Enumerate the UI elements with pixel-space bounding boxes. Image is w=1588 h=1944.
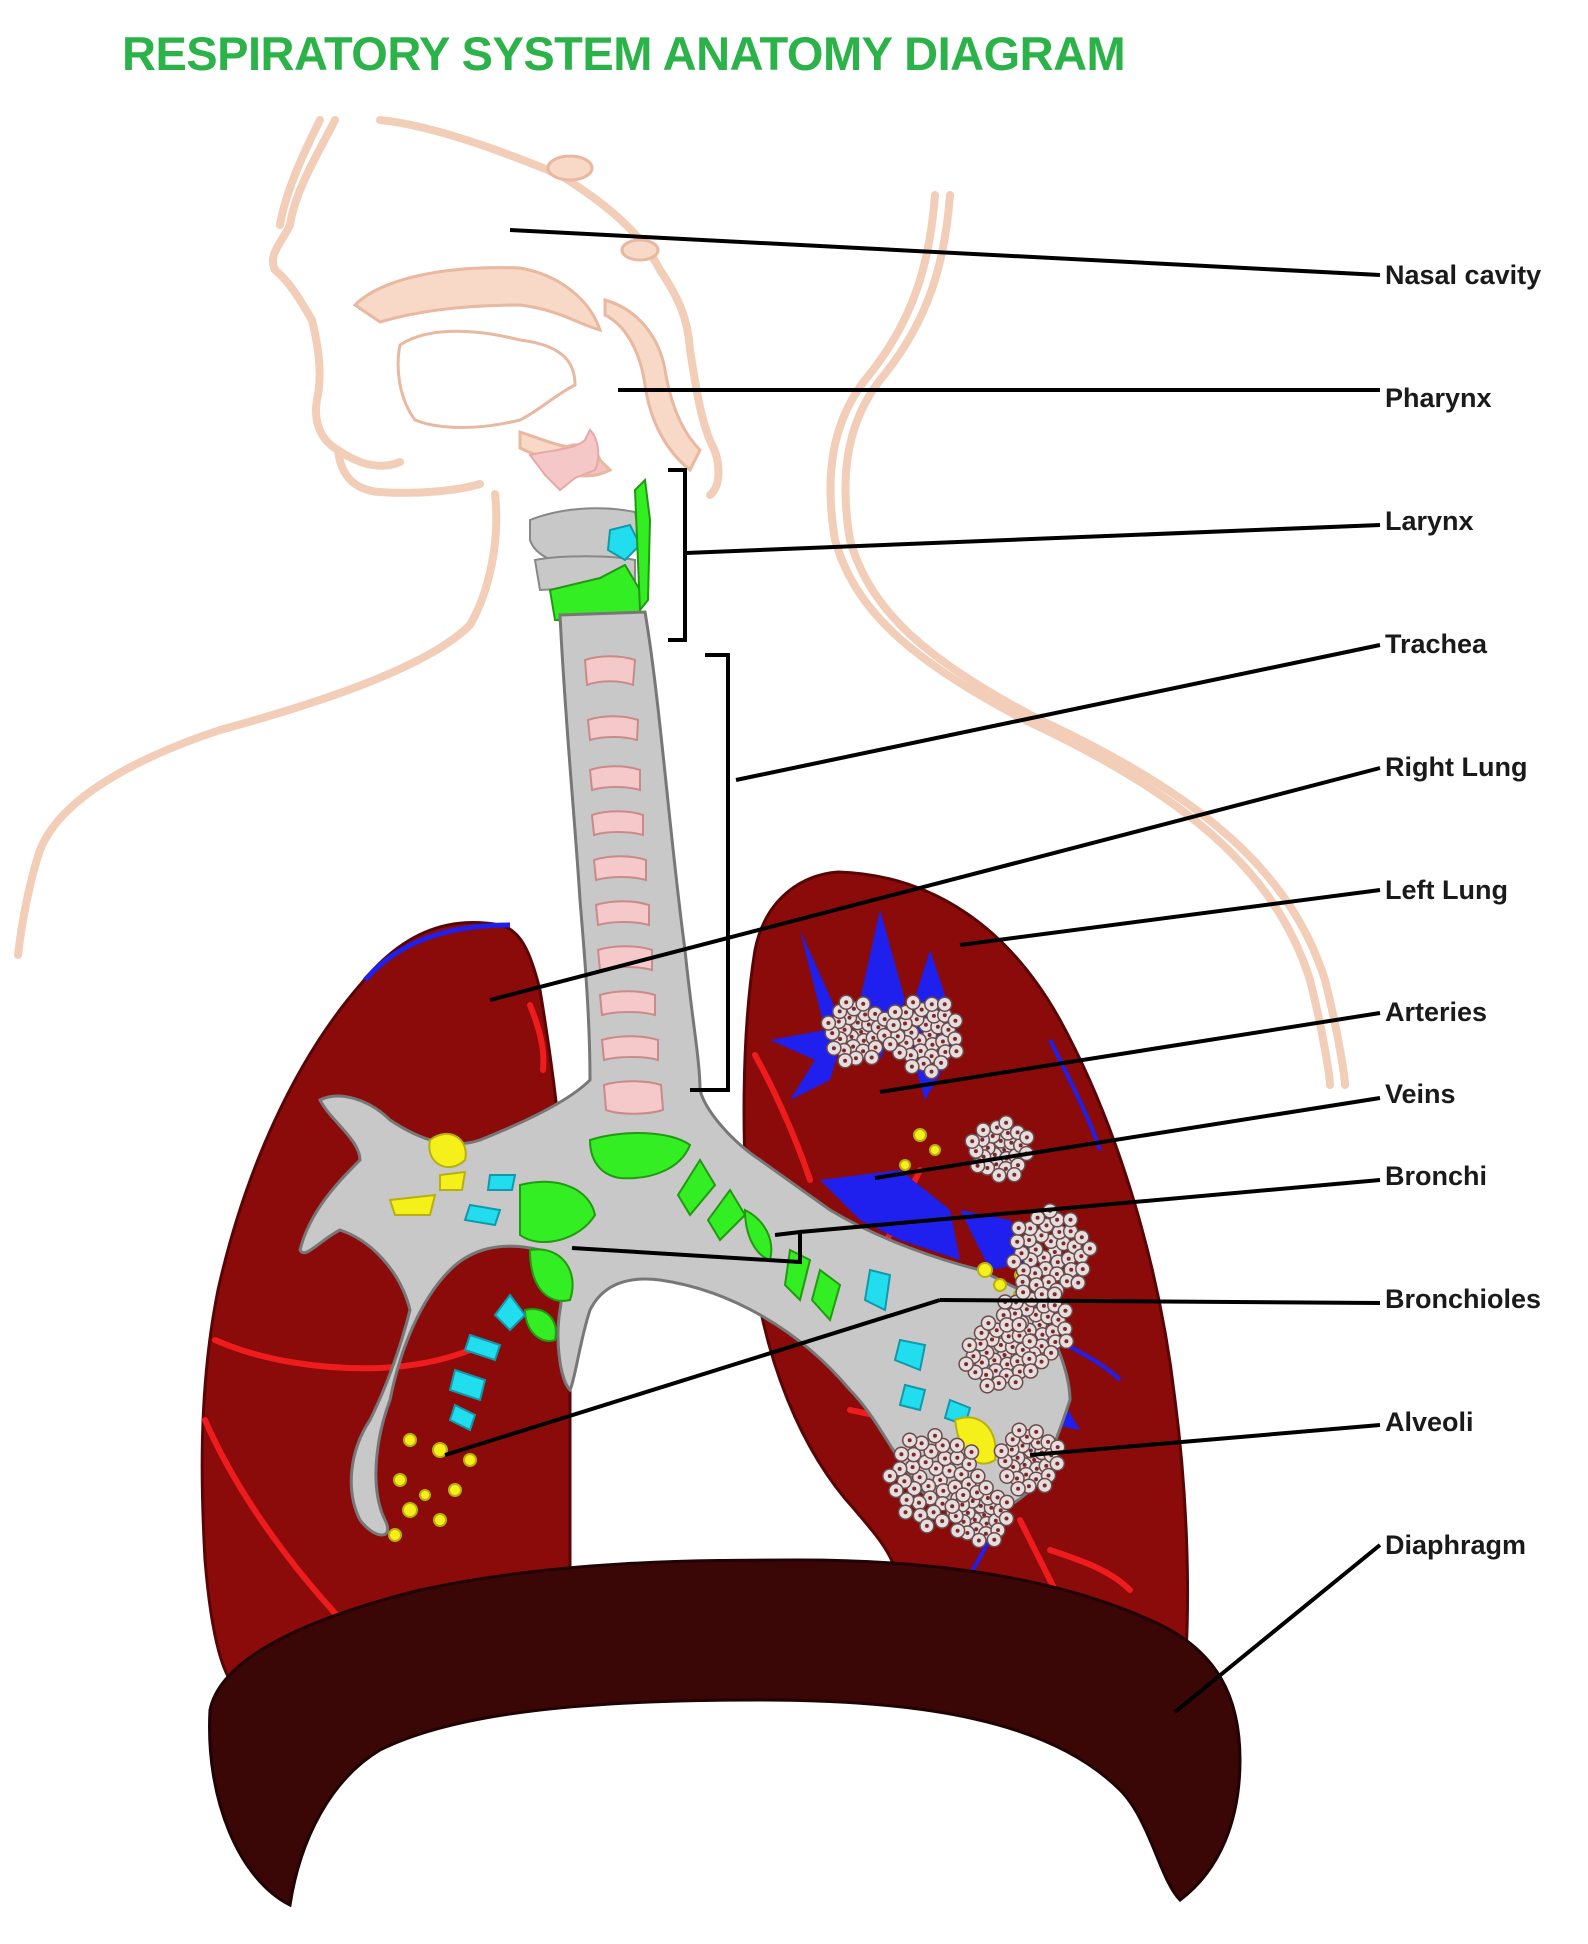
alveoli-cluster (958, 1315, 1039, 1394)
alveoli-cluster (882, 994, 965, 1080)
right-lung-edge (363, 922, 511, 982)
bronchi-patches (519, 1132, 842, 1342)
label-alveoli: Alveoli (1385, 1407, 1474, 1437)
label-diaphragm: Diaphragm (1385, 1530, 1526, 1560)
label-veins: Veins (1385, 1079, 1456, 1109)
label-larynx: Larynx (1385, 506, 1474, 536)
label-bronchi: Bronchi (1385, 1161, 1487, 1191)
epiglottis (528, 428, 600, 492)
label-trachea: Trachea (1385, 629, 1488, 659)
alveoli-cluster (820, 994, 893, 1069)
label-bronchioles: Bronchioles (1385, 1284, 1541, 1314)
nasal-oral-structures (352, 154, 702, 478)
diaphragm-shape (208, 1558, 1242, 1908)
labels: Nasal cavity Pharynx Larynx Trachea Righ… (1385, 260, 1541, 1560)
larynx-bracket (668, 468, 687, 642)
larynx-group (529, 477, 652, 624)
right-lung-shape (200, 921, 572, 1682)
head-body-outline (14, 116, 1349, 1089)
bronchiole-patches (448, 1174, 972, 1432)
page-title: RESPIRATORY SYSTEM ANATOMY DIAGRAM (122, 27, 1126, 80)
leader-lines (444, 228, 1382, 1714)
label-left-lung: Left Lung (1385, 875, 1508, 905)
trachea-cartilage-rings (583, 655, 665, 1115)
label-pharynx: Pharynx (1385, 383, 1492, 413)
label-arteries: Arteries (1385, 997, 1487, 1027)
alveoli-cluster (944, 1479, 1015, 1549)
label-nasal-cavity: Nasal cavity (1385, 260, 1541, 290)
alveoli-clusters (820, 994, 1098, 1549)
bronchi-bracket (571, 1229, 802, 1265)
label-right-lung: Right Lung (1385, 752, 1527, 782)
trachea-bracket (690, 653, 730, 1092)
